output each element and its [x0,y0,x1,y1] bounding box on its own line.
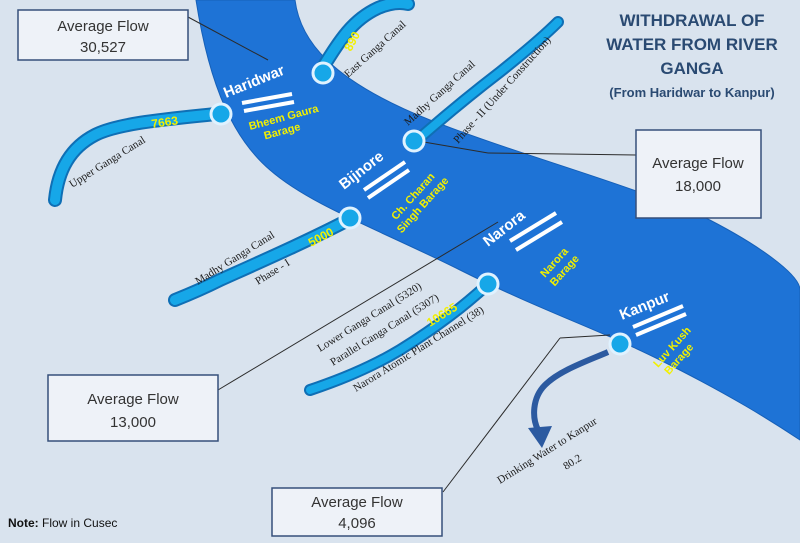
offtake-points [209,61,632,356]
flow-box-kanpur-value: 4,096 [338,515,376,532]
flow-box-narora-label: Average Flow [87,391,179,408]
offtake-madhy-phase2-icon [402,129,426,153]
offtake-madhy-phase1-icon [338,206,362,230]
title-block: WITHDRAWAL OF WATER FROM RIVER GANGA (Fr… [606,11,778,100]
note-text: Flow in Cusec [42,516,117,530]
flow-upper-ganga: 7663 [150,113,179,131]
offtake-upper-ganga-icon [209,102,233,126]
offtake-lower-ganga-icon [476,272,500,296]
label-madhy-phase2-line2: Phase - II (Under Construction) [451,34,553,146]
flow-box-haridwar-value: 30,527 [80,39,126,56]
note-label: Note: [8,516,39,530]
barrage-bars [241,92,687,337]
flow-box-haridwar-label: Average Flow [57,18,149,35]
title-line-3: GANGA [660,59,723,78]
label-drinking-water-line2: 80.2 [561,452,584,472]
svg-text:Note: Flow in Cusec: Note: Flow in Cusec [8,516,117,530]
flow-box-narora-value: 13,000 [110,414,156,431]
flow-box-bijnore-label: Average Flow [652,155,744,172]
flow-box-kanpur: Average Flow 4,096 [271,487,443,537]
flow-box-kanpur-label: Average Flow [311,494,403,511]
title-line-1: WITHDRAWAL OF [619,11,764,30]
drinking-water-arrowhead [528,426,552,448]
drinking-water-arrow [531,349,610,432]
flow-box-bijnore-value: 18,000 [675,178,721,195]
flow-box-narora: Average Flow 13,000 [47,374,219,442]
flow-box-haridwar: Average Flow 30,527 [17,9,189,61]
note: Note: Flow in Cusec [8,516,117,530]
offtake-kanpur-icon [608,332,632,356]
offtake-east-ganga-icon [311,61,335,85]
title-subtitle: (From Haridwar to Kanpur) [609,85,774,100]
title-line-2: WATER FROM RIVER [606,35,778,54]
leader-lines [187,16,637,493]
flow-box-bijnore: Average Flow 18,000 [635,129,762,219]
label-drinking-water-line1: Drinking Water to Kanpur [495,415,599,486]
